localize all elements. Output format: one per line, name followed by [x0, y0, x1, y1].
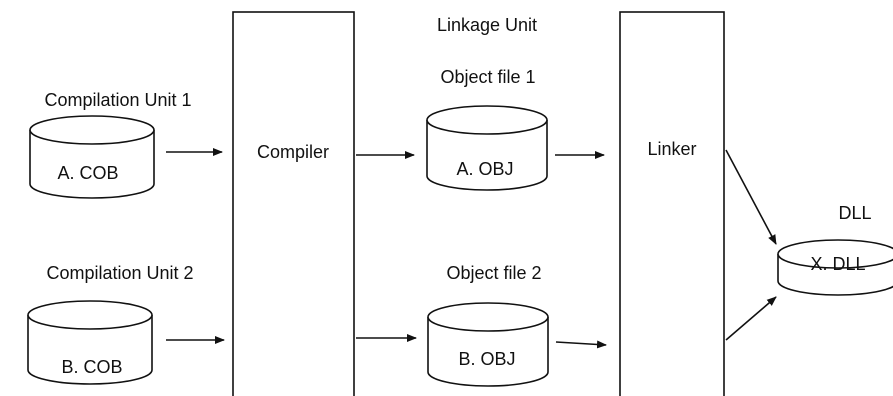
source-file-b-cylinder: [27, 300, 153, 385]
linker-label: Linker: [647, 139, 696, 159]
dll-label: DLL: [838, 203, 871, 223]
compiler-box: [232, 11, 355, 396]
source-file-b-label: B. COB: [61, 357, 122, 377]
object-file-a-cylinder: [426, 105, 548, 191]
object-file-b-cylinder: [427, 302, 549, 387]
object-file-b-label: B. OBJ: [458, 349, 515, 369]
object-file-a-label: A. OBJ: [456, 159, 513, 179]
arrow-b-obj-to-linker: [555, 340, 607, 349]
compilation-unit-1-label: Compilation Unit 1: [44, 90, 191, 110]
compiler-label: Compiler: [257, 142, 329, 162]
linkage-unit-label: Linkage Unit: [437, 15, 537, 35]
compilation-unit-2-label: Compilation Unit 2: [46, 263, 193, 283]
source-file-a-label: A. COB: [57, 163, 118, 183]
arrow-linker-to-dll-bottom: [725, 296, 777, 341]
dll-cylinder: [777, 239, 893, 296]
dll-file-label: X. DLL: [810, 254, 865, 274]
object-file-2-label: Object file 2: [446, 263, 541, 283]
linker-box: [619, 11, 725, 396]
arrow-linker-to-dll-top: [725, 149, 777, 245]
object-file-1-label: Object file 1: [440, 67, 535, 87]
source-file-a-cylinder: [29, 115, 155, 199]
